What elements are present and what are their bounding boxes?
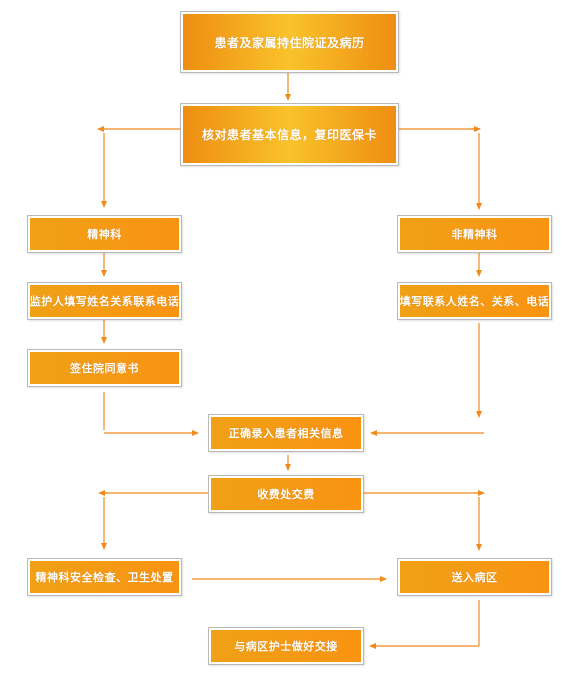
- step-psych-label: 精神科: [30, 218, 179, 250]
- step-contact-label: 填写联系人姓名、关系、电话: [400, 285, 549, 317]
- step-payment-box: 收费处交费: [208, 475, 364, 513]
- step-ward-box: 送入病区: [397, 558, 552, 596]
- step-contact-box: 填写联系人姓名、关系、电话: [397, 282, 552, 320]
- step-ward-label: 送入病区: [400, 561, 549, 593]
- step-start-label: 患者及家属持住院证及病历: [183, 14, 396, 70]
- step-verify-label: 核对患者基本信息，复印医保卡: [183, 106, 396, 163]
- step-verify-box: 核对患者基本信息，复印医保卡: [180, 103, 399, 166]
- step-handover-label: 与病区护士做好交接: [211, 630, 361, 662]
- step-nonpsych-box: 非精神科: [397, 215, 552, 253]
- step-safety-box: 精神科安全检查、卫生处置: [27, 558, 182, 596]
- step-guardian-box: 监护人填写姓名关系联系电话: [27, 282, 182, 320]
- step-safety-label: 精神科安全检查、卫生处置: [30, 561, 179, 593]
- step-guardian-label: 监护人填写姓名关系联系电话: [30, 285, 179, 317]
- step-psych-box: 精神科: [27, 215, 182, 253]
- step-handover-box: 与病区护士做好交接: [208, 627, 364, 665]
- step-consent-label: 签住院同意书: [30, 352, 179, 384]
- step-payment-label: 收费处交费: [211, 478, 361, 510]
- step-consent-box: 签住院同意书: [27, 349, 182, 387]
- step-record-label: 正确录入患者相关信息: [211, 417, 361, 449]
- step-record-box: 正确录入患者相关信息: [208, 414, 364, 452]
- step-start-box: 患者及家属持住院证及病历: [180, 11, 399, 73]
- step-nonpsych-label: 非精神科: [400, 218, 549, 250]
